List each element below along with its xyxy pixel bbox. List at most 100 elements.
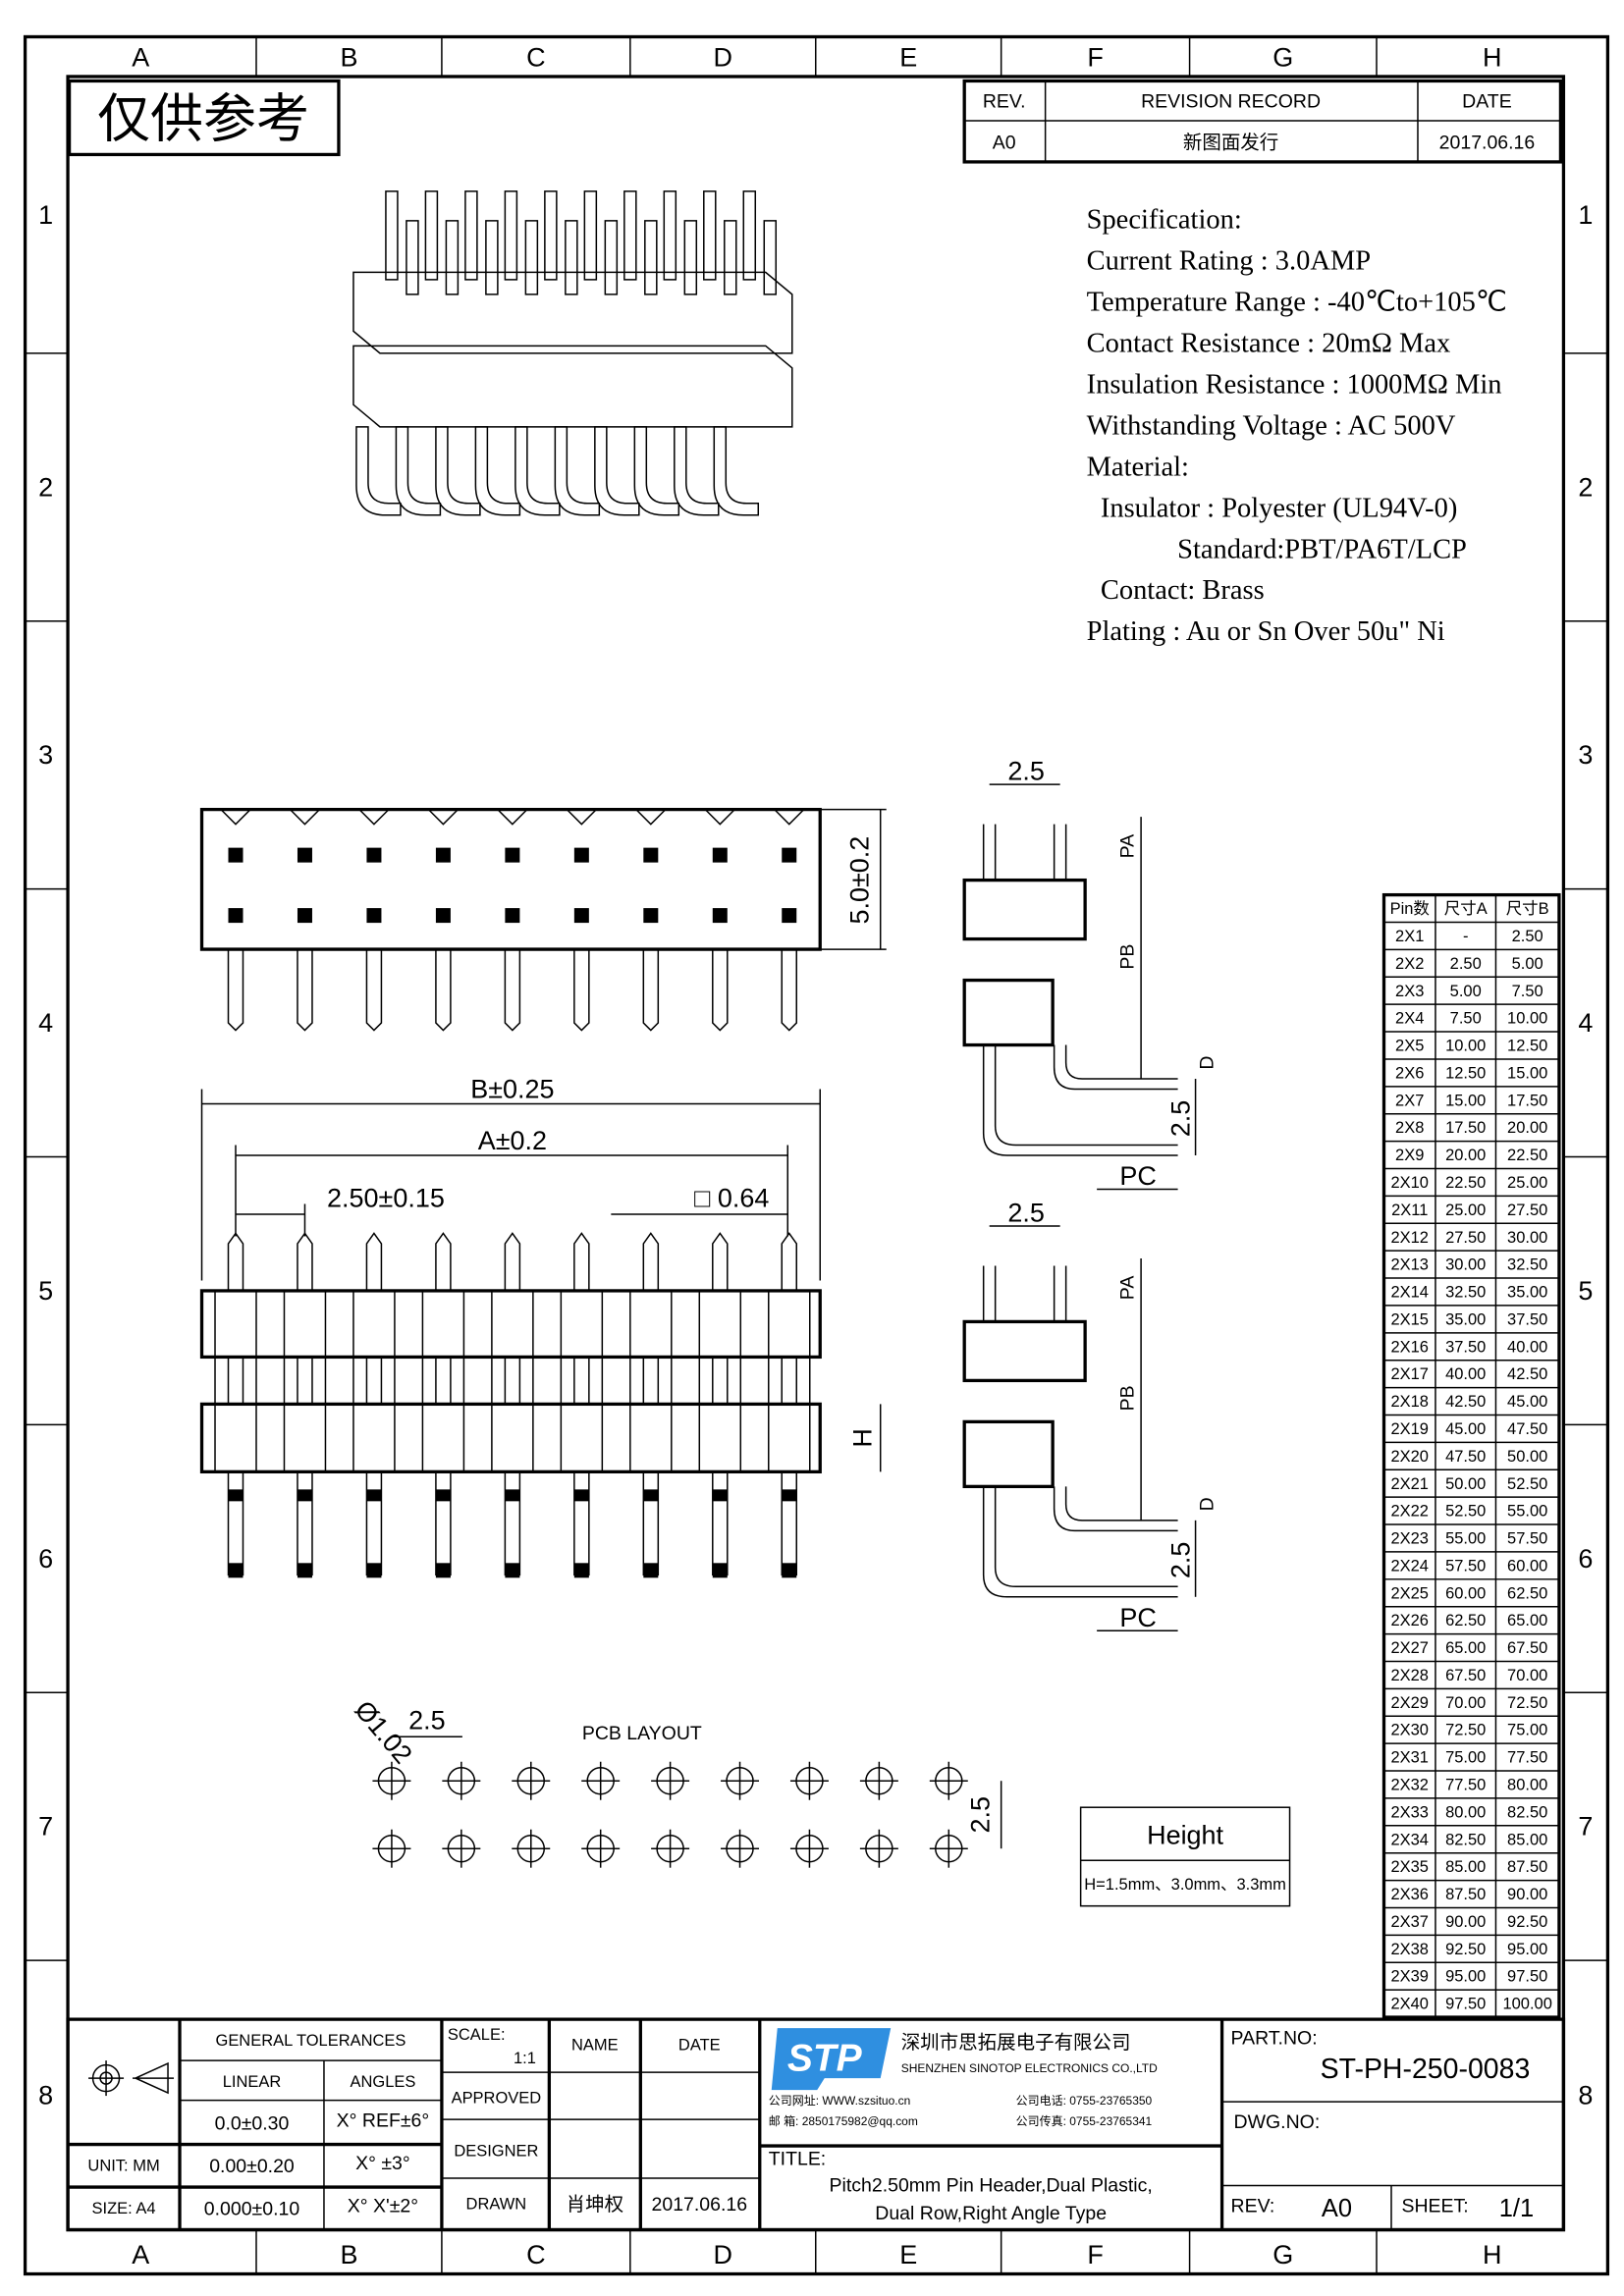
pin-tail (365, 949, 383, 1032)
side-pitch-dim: 2.5 (1007, 757, 1045, 786)
table-cell: 57.50 (1445, 1557, 1486, 1575)
name-header: NAME (571, 2037, 619, 2055)
table-cell: 17.50 (1445, 1119, 1486, 1137)
column-marker: F (1087, 42, 1103, 72)
pin-top (297, 1232, 313, 1291)
table-cell: 2X21 (1390, 1475, 1429, 1493)
title-line-1: Pitch2.50mm Pin Header,Dual Plastic, (830, 2175, 1153, 2197)
table-cell: 97.50 (1445, 1996, 1486, 2013)
sheet-value: 1/1 (1499, 2195, 1534, 2222)
spec-line: Material: (1087, 452, 1189, 482)
row-marker: 7 (1578, 1812, 1593, 1842)
isometric-view (352, 190, 793, 516)
pin-square (782, 908, 797, 924)
column-marker: B (340, 2240, 357, 2269)
table-cell: 2X27 (1390, 1639, 1429, 1657)
iso-pin (504, 190, 539, 295)
table-cell: 40.00 (1445, 1365, 1486, 1383)
iso-body (352, 271, 793, 428)
column-marker: F (1087, 2240, 1103, 2269)
designer-label: DESIGNER (454, 2143, 538, 2161)
iso-pin (663, 190, 698, 295)
linear-tol-1: 0.0±0.30 (215, 2113, 290, 2135)
table-cell: 82.50 (1445, 1831, 1486, 1848)
rev-value: A0 (1322, 2195, 1352, 2222)
stamp-text: 仅供参考 (97, 89, 309, 148)
table-cell: 50.00 (1445, 1475, 1486, 1493)
table-cell: 25.00 (1445, 1201, 1486, 1219)
row-marker: 6 (38, 1544, 53, 1574)
table-cell: 70.00 (1445, 1694, 1486, 1712)
table-cell: 2X26 (1390, 1612, 1429, 1629)
row-marker: 3 (38, 740, 53, 770)
table-cell: 47.50 (1445, 1448, 1486, 1466)
table-cell: - (1463, 928, 1468, 945)
table-cell: 2X28 (1390, 1667, 1429, 1684)
pa-dim: PA (1117, 834, 1139, 859)
pc-dim: PC (1119, 1603, 1156, 1632)
table-cell: 92.50 (1445, 1941, 1486, 1958)
title-label: TITLE: (769, 2149, 826, 2170)
table-cell: 2X34 (1390, 1831, 1429, 1848)
table-cell: 2X23 (1390, 1530, 1429, 1548)
table-cell: 87.50 (1507, 1858, 1547, 1876)
revision-description: 新图面发行 (1183, 132, 1278, 153)
table-cell: 5.00 (1450, 983, 1482, 1000)
pin-tail (642, 949, 660, 1032)
revision-block: REV. REVISION RECORD DATE A0 新图面发行 2017.… (962, 79, 1563, 164)
table-cell: 2X31 (1390, 1749, 1429, 1767)
side-pitch-dim: 2.5 (1007, 1198, 1045, 1227)
column-marker: A (132, 2240, 149, 2269)
table-cell: 80.00 (1507, 1777, 1547, 1794)
table-cell: 100.00 (1502, 1996, 1551, 2013)
drawn-name: 肖坤权 (567, 2194, 623, 2216)
table-cell: 72.50 (1445, 1722, 1486, 1739)
row-marker: 4 (38, 1008, 53, 1038)
column-marker: A (132, 42, 149, 72)
rev-value: A0 (993, 132, 1016, 153)
table-cell: 37.50 (1507, 1310, 1547, 1328)
spec-line: Current Rating : 3.0AMP (1087, 245, 1371, 276)
column-marker: G (1272, 2240, 1293, 2269)
unit-label: UNIT: MM (87, 2158, 159, 2175)
table-header: Pin数 (1390, 899, 1431, 918)
table-cell: 2.50 (1512, 928, 1543, 945)
table-cell: 2X22 (1390, 1503, 1429, 1521)
pin-square (366, 847, 382, 863)
spec-line: Insulator : Polyester (UL94V-0) (1087, 493, 1458, 523)
table-cell: 67.50 (1507, 1639, 1547, 1657)
dwg-no-label: DWG.NO: (1234, 2111, 1321, 2133)
dim-pin-size: □ 0.64 (694, 1183, 769, 1212)
pcb-layout-label: PCB LAYOUT (582, 1723, 702, 1744)
table-cell: 2X18 (1390, 1393, 1429, 1411)
rev-label: REV: (1231, 2196, 1275, 2217)
pc-dim: PC (1119, 1161, 1156, 1191)
front-view: 5.0±0.2 (199, 807, 887, 1032)
table-cell: 57.50 (1507, 1530, 1547, 1548)
pin-square (228, 908, 244, 924)
pb-dim: PB (1117, 1385, 1139, 1411)
table-cell: 2X30 (1390, 1722, 1429, 1739)
table-cell: 45.00 (1445, 1420, 1486, 1438)
table-cell: 2X2 (1395, 955, 1424, 973)
table-cell: 87.50 (1445, 1886, 1486, 1903)
row-marker: 2 (1578, 472, 1593, 502)
pin-square (505, 847, 520, 863)
pin-top (712, 1232, 729, 1291)
column-marker: E (899, 2240, 917, 2269)
column-marker: G (1272, 42, 1293, 72)
pin-top (227, 1232, 244, 1291)
row-marker: 8 (38, 2080, 53, 2109)
pin-top (435, 1232, 452, 1291)
row-pitch-dim: 2.5 (1166, 1542, 1196, 1579)
